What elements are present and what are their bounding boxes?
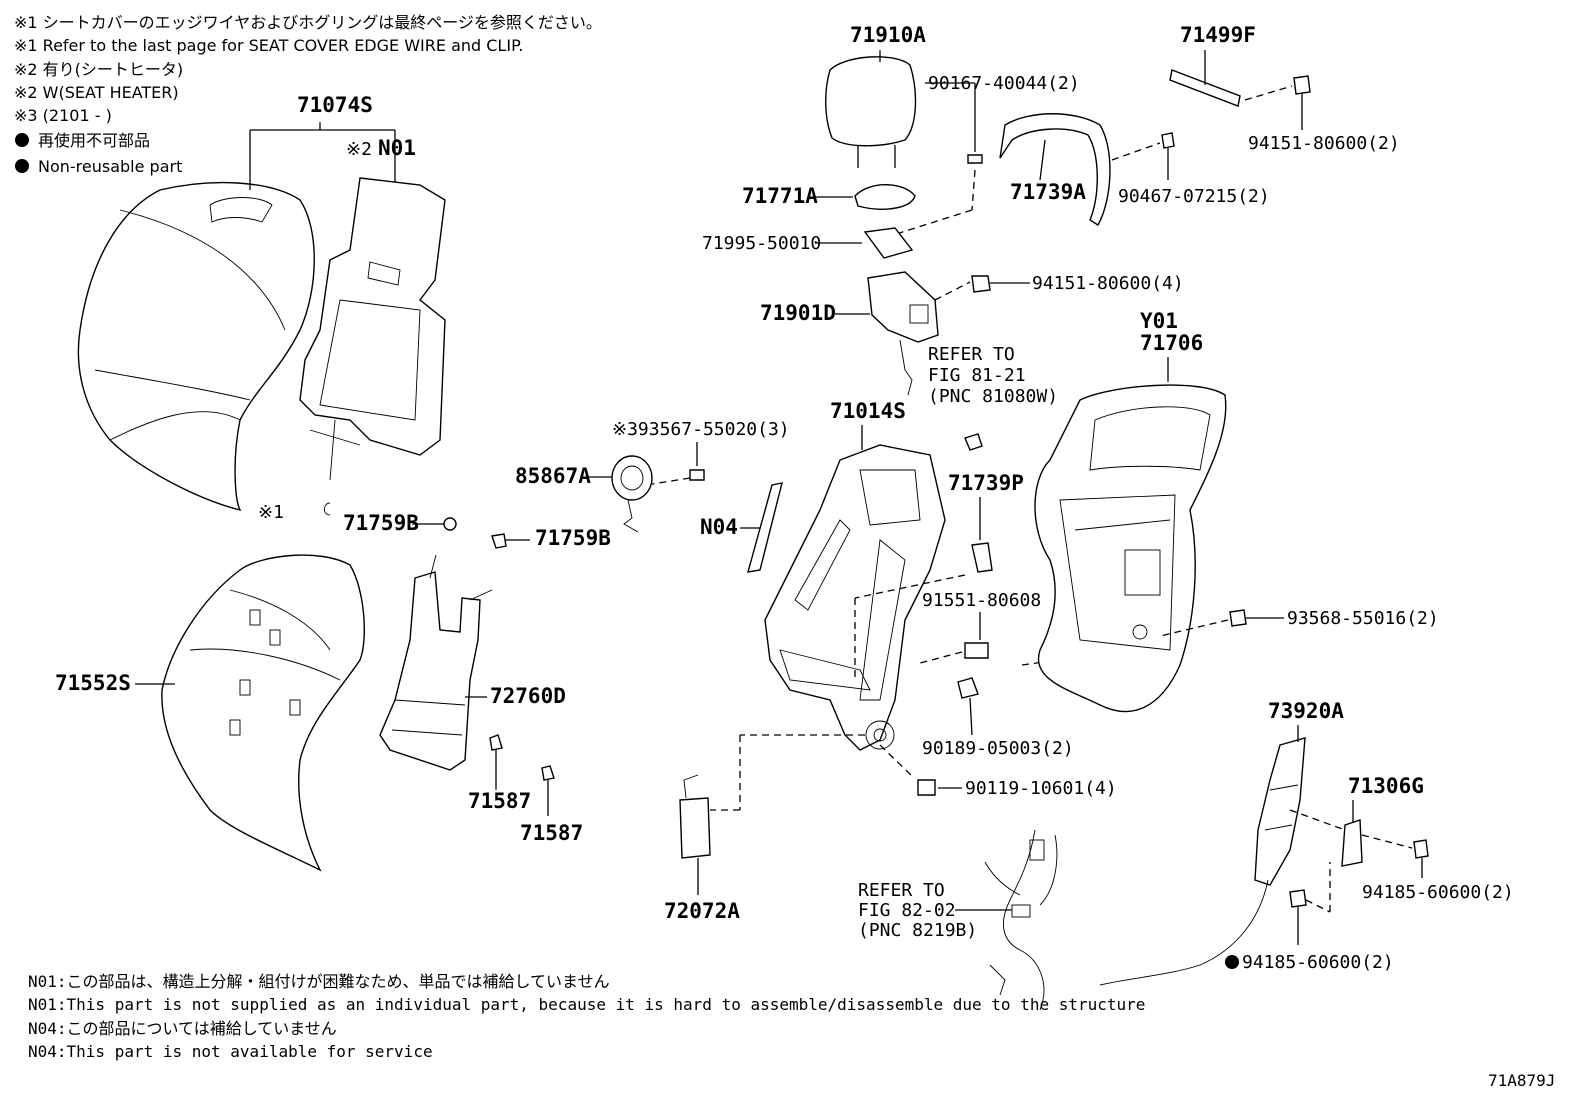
- nut-part: [1289, 889, 1307, 908]
- clip-part: [1161, 132, 1175, 149]
- seat-back-pad-part: [161, 554, 366, 872]
- label-71771A: 71771A: [742, 184, 818, 208]
- nut-part: [957, 677, 979, 699]
- label-73920A: 73920A: [1268, 699, 1344, 723]
- non-reusable-bullet-icon: [15, 159, 29, 173]
- leader-71074S: [249, 122, 396, 190]
- label-71552S: 71552S: [55, 671, 131, 695]
- label-85867A: 85867A: [515, 464, 591, 488]
- label-71306G: 71306G: [1348, 774, 1424, 798]
- refer-fig8202-line2: FIG 82-02: [858, 900, 956, 921]
- footnote-n04-en: N04:This part is not available for servi…: [28, 1042, 433, 1061]
- note-1-jp: ※1 シートカバーのエッジワイヤおよびホグリングは最終ページを参照ください。: [14, 13, 602, 32]
- footnote-n04-jp: N04:この部品については補給していません: [28, 1019, 337, 1038]
- label-71739A: 71739A: [1010, 180, 1086, 204]
- seat-back-board-part: [1034, 384, 1227, 713]
- side-airbag-part: [1099, 737, 1306, 986]
- grommet-part: [443, 517, 457, 531]
- refer-fig8121-line1: REFER TO: [928, 344, 1015, 365]
- refer-fig8202-line1: REFER TO: [858, 880, 945, 901]
- cover-n04-part: [747, 482, 783, 573]
- label-71499F: 71499F: [1180, 23, 1256, 47]
- airbag-sensor-module-part: [679, 797, 711, 859]
- note-2-en: ※2 W(SEAT HEATER): [14, 83, 179, 102]
- screw-part: [689, 469, 705, 481]
- speaker-part: [611, 455, 653, 533]
- label-91551: 91551-80608: [922, 590, 1041, 611]
- label-N01: N01: [378, 136, 416, 160]
- notes-block: ※1 シートカバーのエッジワイヤおよびホグリングは最終ページを参照ください。 ※…: [14, 13, 602, 176]
- label-71587-b: 71587: [520, 821, 583, 845]
- label-71995: 71995-50010: [702, 233, 821, 254]
- non-reusable-bullet-icon: [15, 133, 29, 147]
- nut-part: [1293, 75, 1311, 95]
- mark-1: ※1: [258, 502, 284, 523]
- headrest-guide-part: [867, 271, 939, 396]
- note-3: ※3 (2101 - ): [14, 106, 112, 125]
- label-71739P: 71739P: [948, 471, 1024, 495]
- bolt-part: [964, 642, 989, 659]
- label-90189: 90189-05003(2): [922, 738, 1074, 759]
- label-94151-2: 94151-80600(2): [1248, 133, 1400, 154]
- figure-code: 71A879J: [1488, 1071, 1555, 1090]
- headrest-support-cover-part: [854, 184, 916, 210]
- non-reusable-bullet-icon: [1225, 955, 1239, 969]
- clip-71739P-part: [971, 542, 993, 573]
- note-nonreusable-jp: 再使用不可部品: [38, 131, 150, 150]
- refer-fig8202-line3: (PNC 8219B): [858, 920, 977, 941]
- screw-part: [1229, 609, 1247, 627]
- label-71759B-left: 71759B: [343, 511, 419, 535]
- label-71910A: 71910A: [850, 23, 926, 47]
- screw-part: [967, 154, 983, 164]
- nut-part: [1413, 839, 1429, 859]
- label-94185-b: 94185-60600(2): [1242, 952, 1394, 973]
- label-71014S: 71014S: [830, 399, 906, 423]
- wire-harness-part: [984, 829, 1058, 1011]
- seat-back-cover-part: [77, 181, 315, 512]
- seatback-shield-part: [999, 113, 1111, 226]
- label-71901D: 71901D: [760, 301, 836, 325]
- label-93568: 93568-55016(2): [1287, 608, 1439, 629]
- note-nonreusable-en: Non-reusable part: [38, 157, 182, 176]
- cushion-stopper-part: [541, 765, 555, 781]
- bolt-part: [917, 779, 936, 796]
- label-90167: 90167-40044(2): [928, 73, 1080, 94]
- grommet-part: [491, 533, 507, 549]
- footnote-n01-jp: N01:この部品は、構造上分解・組付けが困難なため、単品では補給していません: [28, 972, 610, 991]
- headrest-support-bracket-part: [863, 227, 914, 259]
- refer-fig8121-line2: FIG 81-21: [928, 365, 1026, 386]
- note-2-jp: ※2 有り(シートヒータ): [14, 60, 183, 79]
- label-72072A: 72072A: [664, 899, 740, 923]
- label-94185-a: 94185-60600(2): [1362, 882, 1514, 903]
- headrest-frame-bracket-part: [1169, 69, 1241, 107]
- footnote-n01-en: N01:This part is not supplied as an indi…: [28, 995, 1145, 1014]
- seat-back-spring-part: [379, 554, 493, 771]
- label-Y01: Y01: [1140, 309, 1178, 333]
- clip-part: [323, 502, 331, 516]
- label-71706: 71706: [1140, 331, 1203, 355]
- refer-fig8121-line3: (PNC 81080W): [928, 386, 1058, 407]
- label-93567: ※393567-55020(3): [612, 419, 790, 440]
- nut-part: [971, 275, 991, 293]
- label-90119: 90119-10601(4): [965, 778, 1117, 799]
- cushion-stopper-part: [489, 734, 503, 751]
- label-90467: 90467-07215(2): [1118, 186, 1270, 207]
- label-N04: N04: [700, 515, 738, 539]
- airbag-bracket-part: [1341, 819, 1363, 867]
- note-1-en: ※1 Refer to the last page for SEAT COVER…: [14, 36, 523, 55]
- label-94151-4: 94151-80600(4): [1032, 273, 1184, 294]
- connector-part: [964, 433, 983, 451]
- label-71759B-right: 71759B: [535, 526, 611, 550]
- mark-2: ※2: [346, 139, 372, 160]
- seat-heater-n01-part: [299, 177, 446, 481]
- label-71074S: 71074S: [297, 93, 373, 117]
- label-72760D: 72760D: [490, 684, 566, 708]
- label-71587-a: 71587: [468, 789, 531, 813]
- headrest-part: [825, 56, 917, 168]
- footnotes-block: N01:この部品は、構造上分解・組付けが困難なため、単品では補給していません N…: [28, 972, 1145, 1061]
